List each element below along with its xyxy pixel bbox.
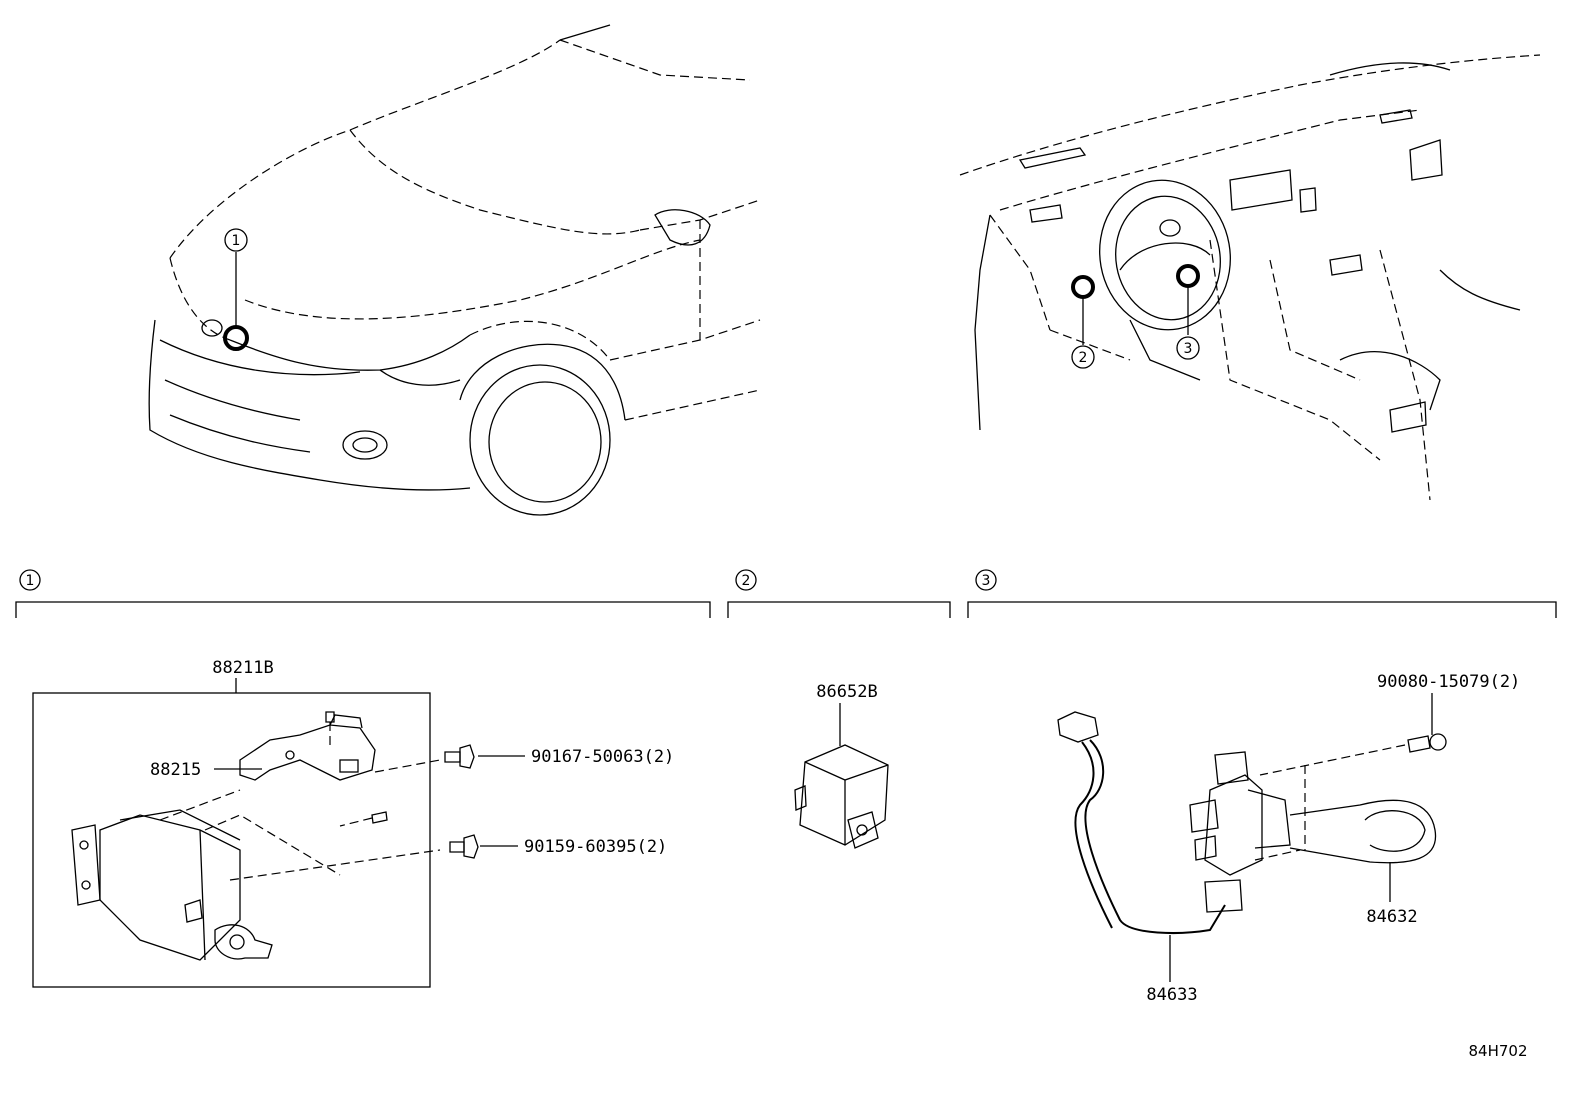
part-88215-label: 88215 (150, 760, 201, 780)
figure-code: 84H702 (1469, 1042, 1528, 1060)
group-2-parts: 86652B (794, 682, 889, 849)
callout-2-label: 2 (1079, 350, 1088, 366)
callout-1-label: 1 (232, 233, 241, 249)
group-2-header: 2 (727, 569, 951, 618)
part-84633-label: 84633 (1146, 985, 1197, 1005)
svg-text:3: 3 (982, 573, 991, 589)
callout-3-label: 3 (1184, 341, 1193, 357)
svg-text:1: 1 (26, 573, 35, 589)
part-88211B-label: 88211B (212, 658, 273, 678)
group-3-header: 3 (967, 569, 1557, 618)
car-front-view: 1 (148, 24, 761, 516)
group-1-header: 1 (15, 569, 711, 618)
svg-text:2: 2 (742, 573, 751, 589)
part-90080-label: 90080-15079(2) (1377, 672, 1520, 692)
part-90159-label: 90159-60395(2) (524, 837, 667, 857)
group-1-parts: 88211B 88215 90167-500 (32, 658, 674, 988)
dashboard-view: 2 3 (959, 54, 1541, 501)
part-86652B-label: 86652B (816, 682, 877, 702)
part-84632-label: 84632 (1366, 907, 1417, 927)
group-3-parts: 90080-15079(2) 84633 84632 (1057, 672, 1520, 1005)
part-90167-label: 90167-50063(2) (531, 747, 674, 767)
